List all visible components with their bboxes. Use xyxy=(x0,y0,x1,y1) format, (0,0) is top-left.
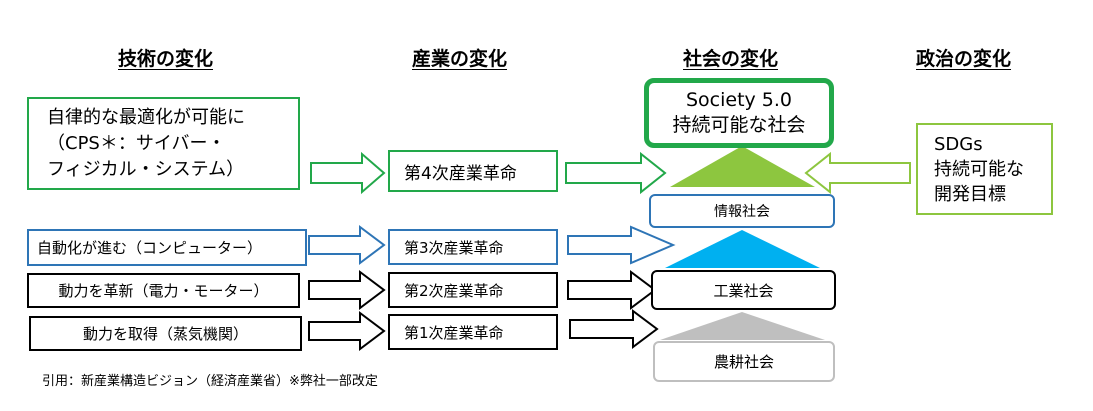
tech-cps-line-1: 自律的な最適化が可能に xyxy=(47,106,245,128)
society-industrial-label: 工業社会 xyxy=(713,281,774,300)
tech-automation-label: 自動化が進む（コンピューター） xyxy=(37,239,263,257)
heading-technology: 技術の変化 xyxy=(118,48,214,70)
industry-rev4-label: 第4次産業革命 xyxy=(404,163,517,184)
industry-rev4-box: 第4次産業革命 xyxy=(388,150,558,192)
politics-sdgs-line-1: SDGs xyxy=(934,133,983,155)
tech-cps-line-2: （CPS＊：サイバー・ xyxy=(47,132,226,154)
arrow-tech-to-industry-2 xyxy=(308,270,386,310)
arrow-industry4-to-society xyxy=(565,151,667,195)
tech-power-acquire-box: 動力を取得（蒸気機関） xyxy=(29,316,302,351)
society-information-label: 情報社会 xyxy=(714,204,770,220)
tech-cps-box: 自律的な最適化が可能に （CPS＊：サイバー・ フィジカル・システム） xyxy=(27,97,300,190)
triangle-agricultural xyxy=(660,312,825,340)
society-agricultural-box: 農耕社会 xyxy=(653,341,835,382)
industry-rev1-box: 第1次産業革命 xyxy=(388,314,558,350)
heading-society: 社会の変化 xyxy=(683,48,779,70)
tech-power-reform-box: 動力を革新（電力・モーター） xyxy=(27,273,300,308)
citation: 引用：新産業構造ビジョン（経済産業省）※弊社一部改定 xyxy=(42,374,378,389)
industry-rev1-label: 第1次産業革命 xyxy=(404,323,504,342)
triangle-society5 xyxy=(670,146,815,187)
heading-industry: 産業の変化 xyxy=(412,48,508,70)
society5-line-2: 持続可能な社会 xyxy=(672,114,806,136)
arrow-tech-to-industry-1 xyxy=(308,311,386,351)
tech-power-reform-label: 動力を革新（電力・モーター） xyxy=(58,282,269,300)
tech-power-acquire-label: 動力を取得（蒸気機関） xyxy=(82,325,248,343)
tech-automation-box: 自動化が進む（コンピューター） xyxy=(27,229,307,266)
triangle-information xyxy=(665,230,820,268)
arrow-tech-to-industry-3 xyxy=(308,225,386,265)
industry-rev3-label: 第3次産業革命 xyxy=(404,238,504,257)
society-industrial-box: 工業社会 xyxy=(651,270,836,310)
industry-rev2-box: 第2次産業革命 xyxy=(388,272,558,308)
industry-rev2-label: 第2次産業革命 xyxy=(404,281,504,300)
politics-sdgs-line-2: 持続可能な xyxy=(934,158,1024,180)
society5-line-1: Society 5.0 xyxy=(685,89,793,111)
arrow-tech-to-industry-4 xyxy=(310,151,386,195)
tech-cps-line-3: フィジカル・システム） xyxy=(47,158,245,180)
politics-sdgs-line-3: 開発目標 xyxy=(934,183,1006,205)
society5-box: Society 5.0 持続可能な社会 xyxy=(644,78,834,148)
industry-rev3-box: 第3次産業革命 xyxy=(388,229,558,265)
arrow-industry2-to-society xyxy=(567,270,657,310)
politics-sdgs-box: SDGs 持続可能な 開発目標 xyxy=(916,123,1053,215)
society-agricultural-label: 農耕社会 xyxy=(713,353,774,371)
arrow-sdgs-to-society xyxy=(804,151,911,195)
arrow-industry1-to-society xyxy=(569,309,659,349)
arrow-industry3-to-society xyxy=(567,225,676,265)
society-information-box: 情報社会 xyxy=(649,194,835,228)
heading-politics: 政治の変化 xyxy=(916,48,1012,70)
